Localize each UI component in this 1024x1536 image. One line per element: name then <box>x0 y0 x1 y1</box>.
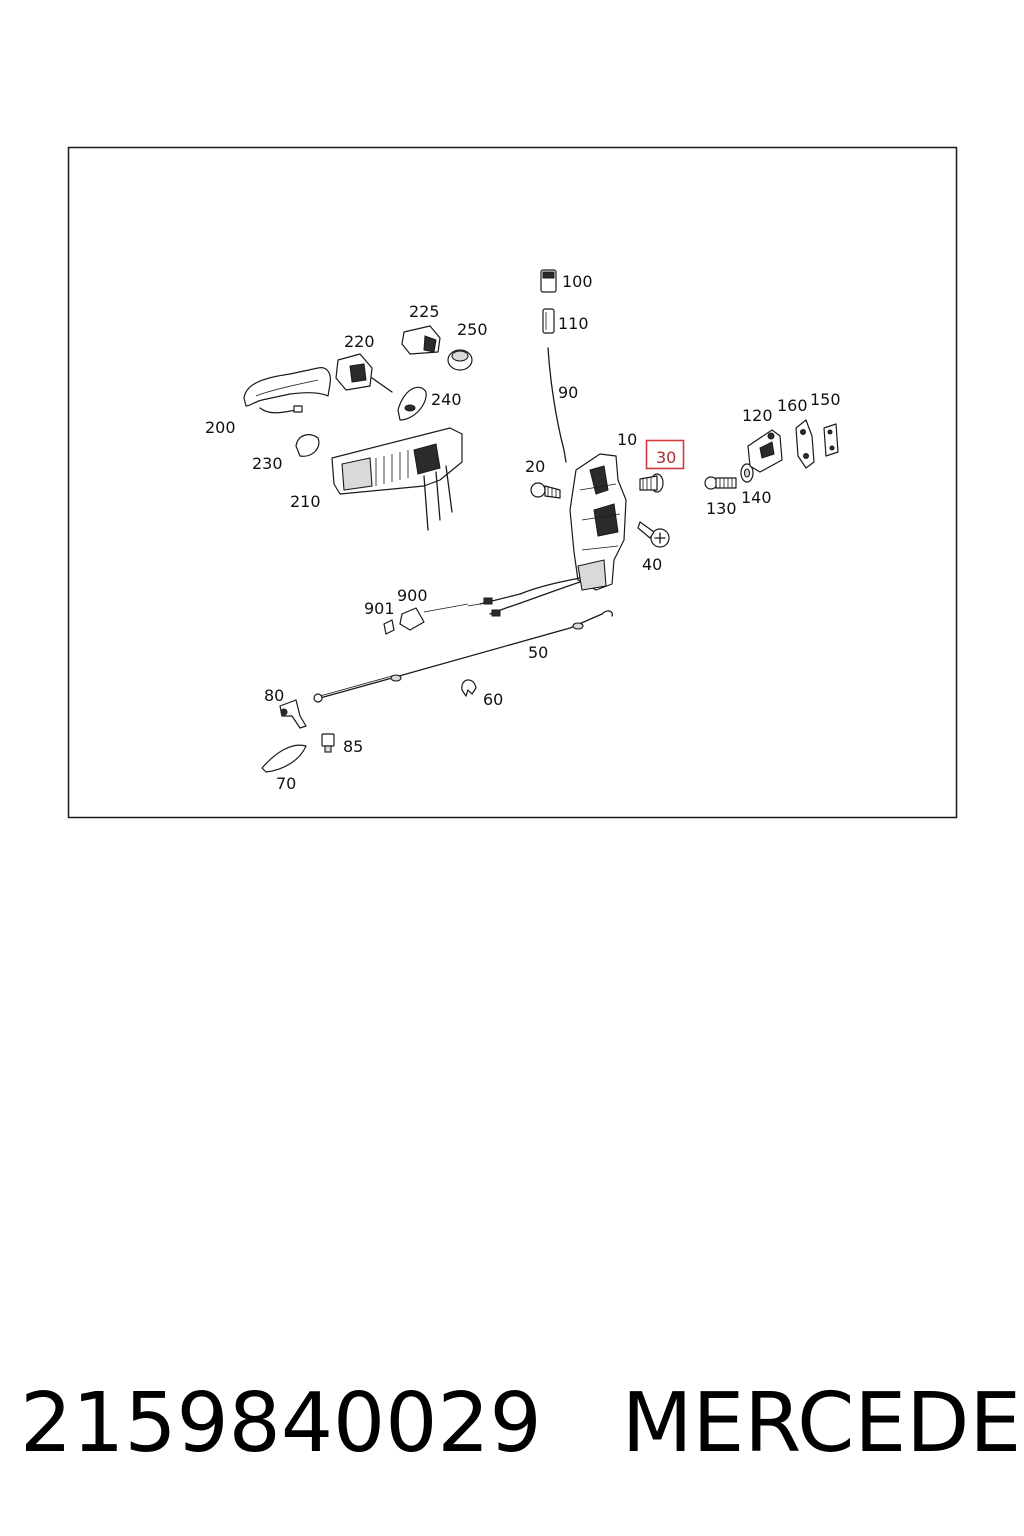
part-10-door-lock <box>569 453 627 591</box>
callout-225[interactable]: 225 <box>409 302 440 321</box>
callout-110[interactable]: 110 <box>558 314 589 333</box>
callout-140[interactable]: 140 <box>741 488 772 507</box>
callout-200[interactable]: 200 <box>205 418 236 437</box>
callout-120[interactable]: 120 <box>742 406 773 425</box>
part-240-gasket <box>397 386 427 421</box>
callout-90[interactable]: 90 <box>558 383 578 402</box>
part-50-bowden-cable <box>313 610 614 703</box>
part-900-harness <box>383 577 581 635</box>
callout-150[interactable]: 150 <box>810 390 841 409</box>
brand-name: MERCEDES <box>621 1375 1024 1471</box>
part-240-hole <box>404 404 416 412</box>
part-80-bracket <box>279 699 307 729</box>
part-220-lock-cylinder <box>335 353 393 393</box>
callout-240[interactable]: 240 <box>431 390 462 409</box>
part-number: 2159840029 <box>20 1375 542 1471</box>
part-150-shim <box>823 423 839 457</box>
callout-40[interactable]: 40 <box>642 555 662 574</box>
part-120-striker <box>747 429 783 473</box>
diagram-frame <box>67 146 958 819</box>
part-85-clip <box>321 733 335 753</box>
callout-20[interactable]: 20 <box>525 457 545 476</box>
callout-70[interactable]: 70 <box>276 774 296 793</box>
part-200-outer-handle <box>243 367 331 414</box>
callout-30-highlight-box <box>645 439 685 470</box>
callout-160[interactable]: 160 <box>777 396 808 415</box>
part-caption: 2159840029 MERCEDES <box>20 1368 1024 1478</box>
callout-30[interactable]: 30 <box>656 448 676 467</box>
callout-10[interactable]: 10 <box>617 430 637 449</box>
callout-230[interactable]: 230 <box>252 454 283 473</box>
part-100-cap <box>540 269 557 293</box>
part-130-bolt <box>704 476 737 490</box>
part-110-sleeve <box>542 308 555 334</box>
part-30-bolt <box>639 473 664 493</box>
part-160-plate <box>795 419 815 469</box>
callout-50[interactable]: 50 <box>528 643 548 662</box>
callout-85[interactable]: 85 <box>343 737 363 756</box>
part-210-handle-carrier <box>331 427 463 531</box>
part-225-cap <box>401 325 441 355</box>
part-20-screw <box>530 482 561 499</box>
part-250-bush <box>447 349 473 371</box>
part-230-gasket <box>295 434 320 457</box>
callout-80[interactable]: 80 <box>264 686 284 705</box>
callout-60[interactable]: 60 <box>483 690 503 709</box>
callout-labels: 100 110 225 250 220 90 240 200 230 210 1… <box>205 272 841 793</box>
part-90-rod <box>547 347 567 463</box>
part-70-cover <box>261 744 307 773</box>
part-40-screw <box>637 521 670 548</box>
callout-900[interactable]: 900 <box>397 586 428 605</box>
callout-220[interactable]: 220 <box>344 332 375 351</box>
callout-130[interactable]: 130 <box>706 499 737 518</box>
callout-210[interactable]: 210 <box>290 492 321 511</box>
callout-901[interactable]: 901 <box>364 599 395 618</box>
callout-100[interactable]: 100 <box>562 272 593 291</box>
part-60-clip <box>461 679 477 697</box>
part-140-washer <box>740 463 754 483</box>
callout-250[interactable]: 250 <box>457 320 488 339</box>
